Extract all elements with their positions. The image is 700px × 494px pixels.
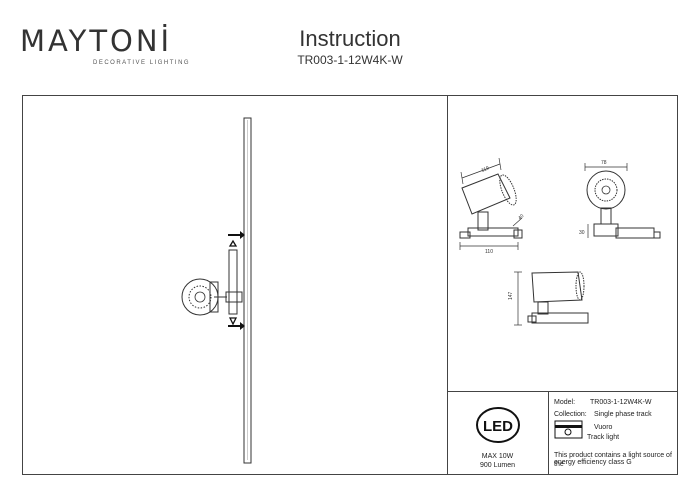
spec-series: Vuoro [594, 424, 613, 431]
spec-model-value: TR003-1-12W4K-W [590, 399, 652, 406]
frame-divider-horizontal [447, 391, 678, 392]
model-number: TR003-1-12W4K-W [297, 53, 403, 67]
dim-angle: 40 [517, 213, 525, 221]
track-rail [243, 117, 252, 464]
led-badge-icon: LED [476, 407, 520, 443]
brand-logo: MAYTONİ [20, 24, 173, 58]
dim-height-adapter: 30 [579, 230, 585, 236]
frame-divider-vertical [447, 95, 448, 475]
front-view-drawing [584, 163, 661, 239]
dim-width-side: 110 [485, 249, 493, 255]
spec-collection-value: Single phase track [594, 411, 652, 418]
led-badge-text: LED [483, 418, 513, 435]
spec-collection-label: Collection: [554, 411, 587, 418]
page-title: Instruction [299, 26, 401, 51]
energy-class-line1: This product contains a light source of … [554, 452, 672, 468]
spec-type: Track light [587, 434, 620, 441]
installation-diagram [181, 117, 252, 464]
dimension-drawings: 119 110 40 78 30 147 [459, 157, 661, 326]
dim-width-front: 78 [601, 160, 607, 166]
clip-bottom-icon [228, 317, 238, 326]
led-lumen: 900 Lumen [479, 462, 516, 469]
full-side-view-drawing [514, 271, 589, 326]
dim-total-height: 147 [508, 291, 514, 300]
insert-arrow-top [228, 231, 245, 239]
energy-class-line2: energy efficiency class G [554, 459, 632, 466]
frame-divider-info [548, 391, 549, 475]
instruction-frame [22, 95, 678, 475]
lamp-head-front [181, 278, 219, 316]
clip-top-icon [228, 239, 238, 247]
led-power: MAX 10W [481, 453, 514, 460]
dim-length: 119 [481, 165, 491, 174]
track-adapter [228, 249, 238, 315]
insert-arrow-bottom [228, 322, 245, 330]
brand-tagline: DECORATIVE LIGHTING [93, 60, 191, 66]
adapter-joint [225, 291, 243, 303]
spec-model-label: Model: [554, 399, 576, 406]
track-light-icon [554, 420, 583, 439]
side-view-drawing [459, 157, 523, 250]
